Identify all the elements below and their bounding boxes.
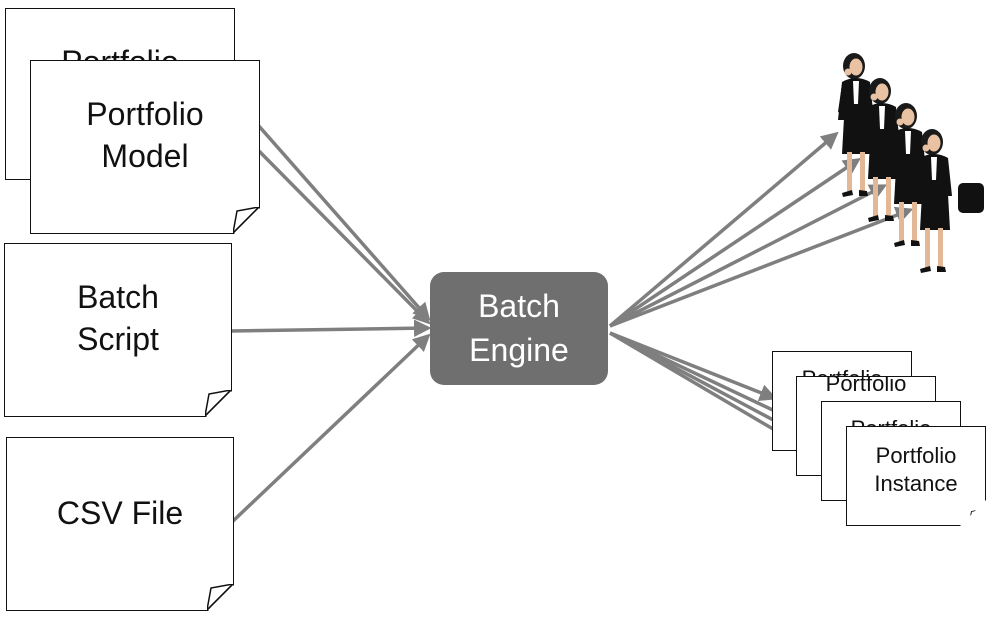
- batch-script-doc: Batch Script: [4, 243, 232, 417]
- doc-label-line1: Portfolio: [86, 96, 204, 132]
- doc-label: Portfolio: [825, 376, 907, 396]
- arrow-engine-to-person-2: [609, 158, 861, 328]
- doc-label-line1: Batch: [77, 279, 159, 315]
- page-fold-icon: [207, 584, 233, 610]
- doc-label-line2: Model: [101, 138, 189, 174]
- arrow-script-to-engine: [229, 319, 432, 337]
- arrow-engine-to-person-1: [608, 131, 839, 328]
- page-fold-icon: [205, 390, 231, 416]
- portfolio-model-doc: Portfolio Model: [30, 60, 260, 234]
- arrow-engine-to-instance-1: [609, 331, 778, 401]
- arrow-model-to-engine-2: [256, 148, 431, 325]
- csv-file-doc: CSV File: [6, 437, 234, 611]
- engine-label-line2: Engine: [469, 331, 569, 368]
- doc-label-line2: Instance: [874, 471, 958, 496]
- handbag-icon: [958, 183, 984, 213]
- arrow-engine-to-person-3: [609, 184, 888, 328]
- doc-label-line1: Portfolio: [875, 443, 957, 468]
- people-group: [838, 53, 984, 273]
- doc-label-line2: Script: [77, 321, 159, 357]
- arrow-model-to-engine-1: [256, 123, 431, 321]
- arrow-engine-to-person-4: [609, 206, 914, 328]
- doc-label: CSV File: [56, 495, 184, 531]
- batch-engine-box: Batch Engine: [430, 272, 608, 385]
- engine-label-line1: Batch: [478, 288, 560, 325]
- instance-doc-4: Portfolio Instance: [846, 426, 986, 526]
- page-fold-icon: [233, 207, 259, 233]
- arrow-csv-to-engine: [230, 333, 431, 524]
